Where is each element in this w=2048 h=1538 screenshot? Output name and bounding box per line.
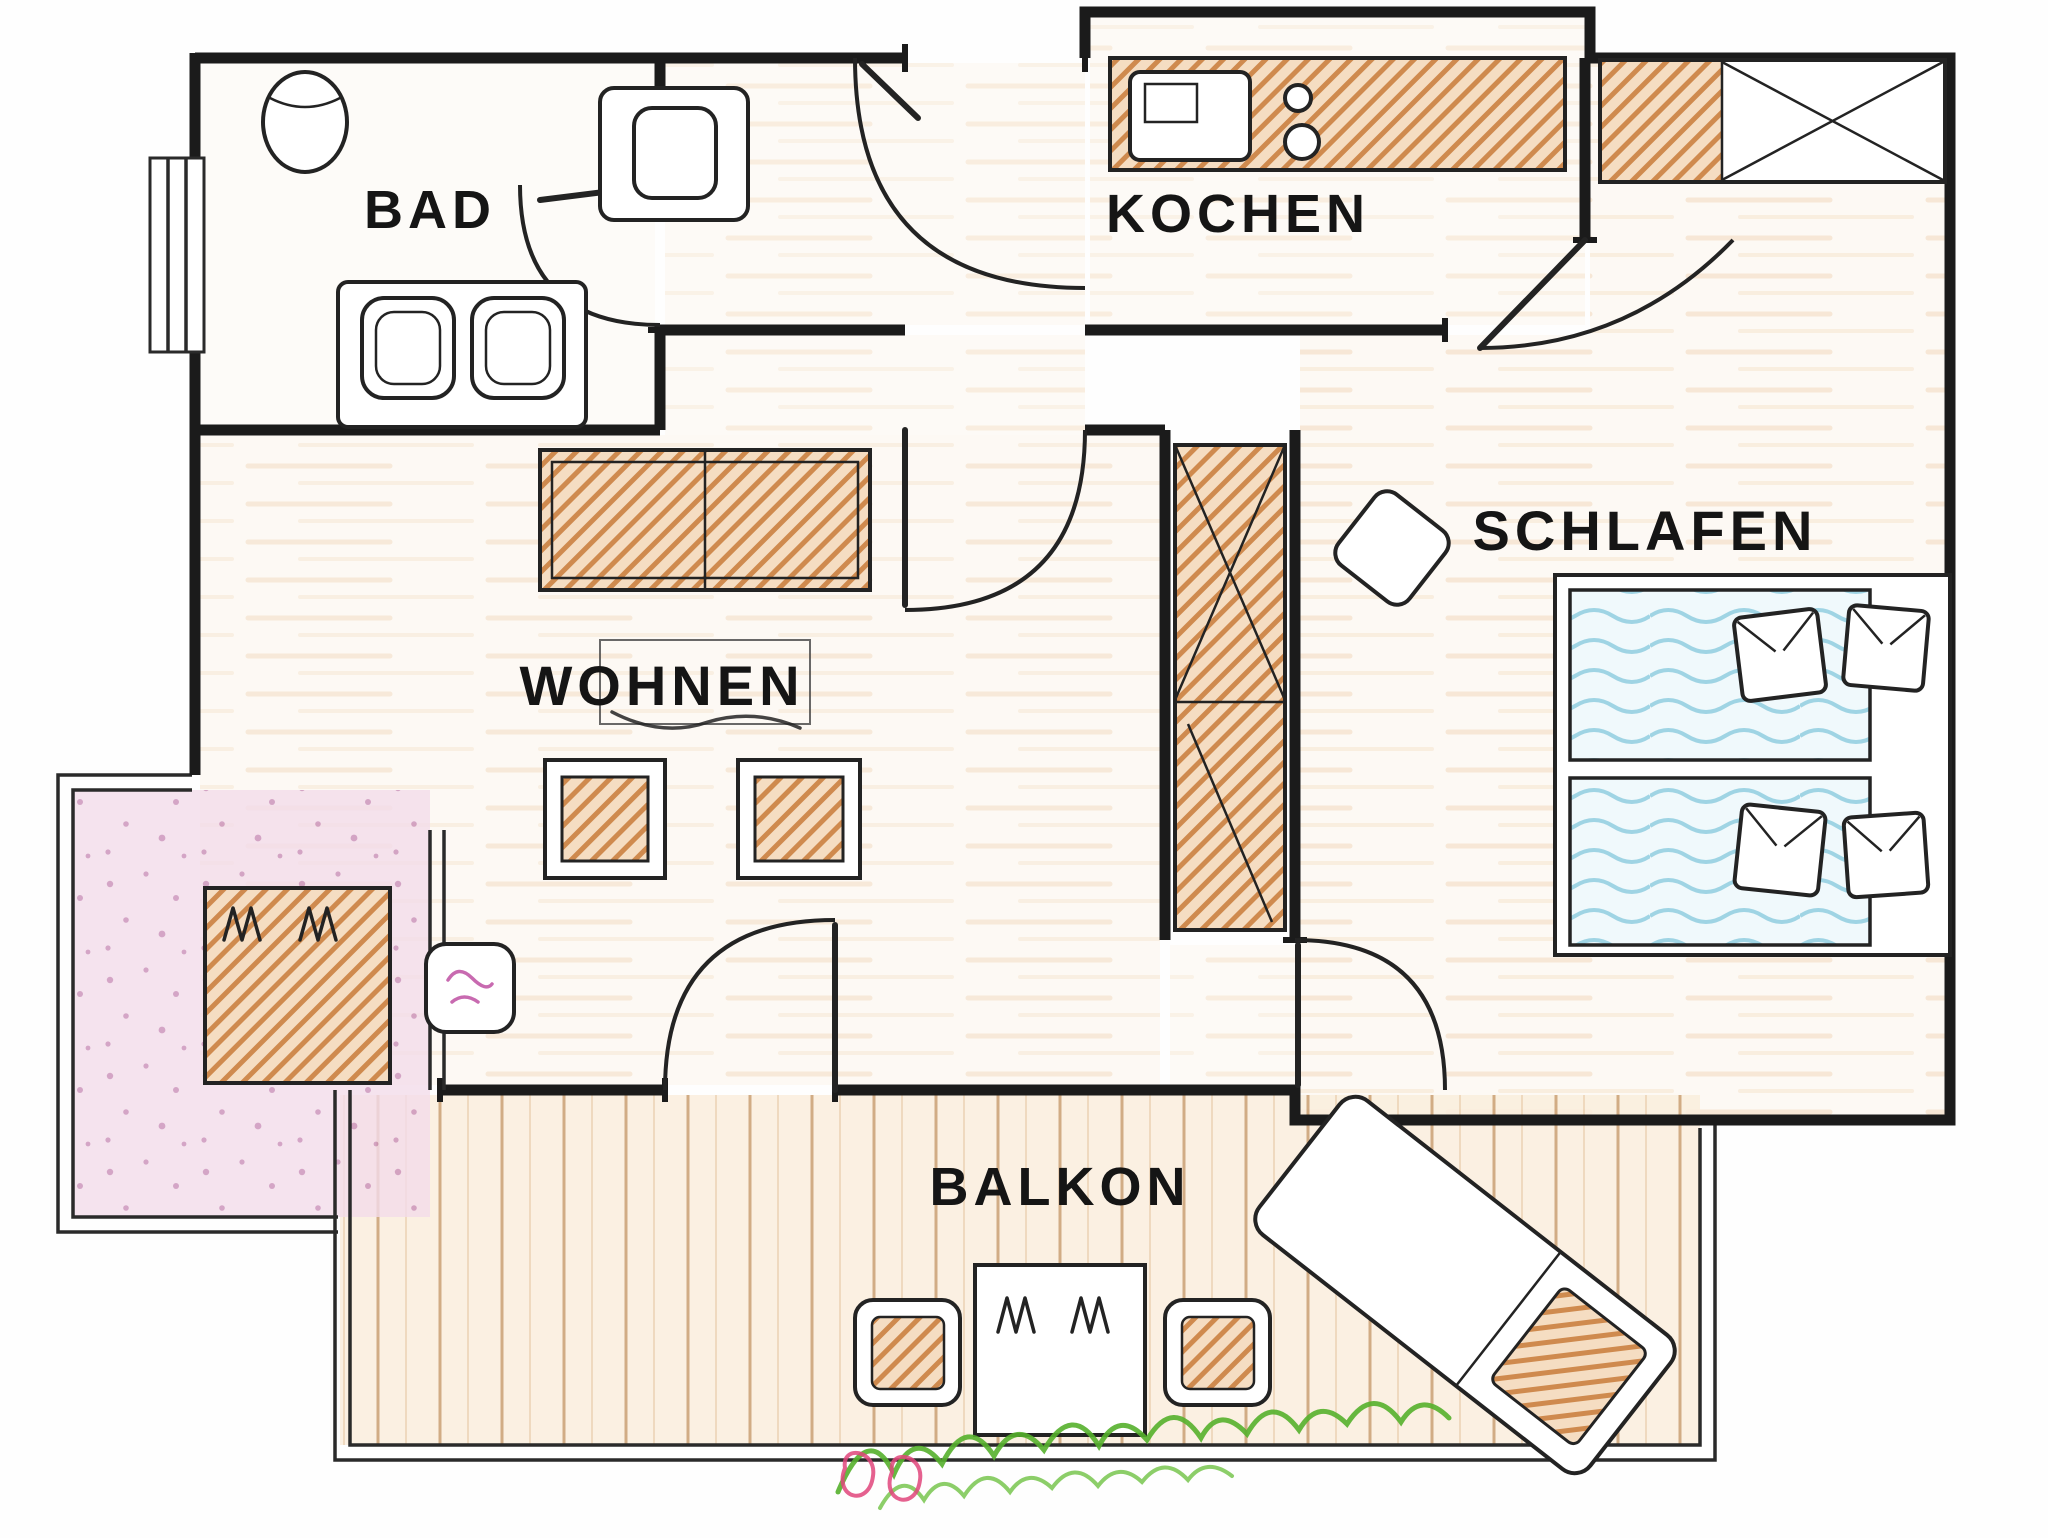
- wohnen-label: WOHNEN: [519, 654, 804, 717]
- plants-scribble: [835, 1401, 1452, 1510]
- pillow: [1841, 603, 1931, 693]
- hob-burner-large: [1283, 123, 1321, 161]
- vestibule-floor: [1170, 945, 1295, 1085]
- sun-lounger: [1253, 1094, 1677, 1476]
- nightstand: [1333, 489, 1451, 607]
- closet-column: [1173, 443, 1287, 932]
- terrace-bench: [203, 886, 392, 1085]
- side-table-left: [543, 758, 667, 880]
- shower: [598, 86, 750, 222]
- sink-basin: [1143, 82, 1199, 124]
- walls: [189, 6, 1956, 1126]
- double-washbasin: [336, 280, 588, 429]
- terrace-railing: [56, 773, 338, 1234]
- stool: [424, 942, 516, 1034]
- kitchen-counter: [1108, 56, 1567, 172]
- bedroom-kitchen-door: [1477, 237, 1735, 351]
- kochen-label: KOCHEN: [1106, 184, 1370, 244]
- balcony-door: [663, 918, 838, 1093]
- toilet: [261, 70, 349, 174]
- side-table-right: [736, 758, 862, 880]
- balcony-railing: [333, 1090, 1717, 1462]
- entrance-door: [853, 57, 1086, 290]
- balcony-stool-left: [853, 1298, 962, 1407]
- sideboard: [538, 448, 872, 592]
- pillow: [1732, 607, 1828, 703]
- mattress-bottom: [1568, 776, 1872, 947]
- bathroom-window: [148, 156, 206, 354]
- balcony-stool-right: [1163, 1298, 1272, 1407]
- wardrobe-top: [1598, 58, 1947, 184]
- balkon-label: BALKON: [930, 1157, 1191, 1217]
- balcony-bench: [973, 1263, 1147, 1437]
- pillow: [1732, 802, 1828, 898]
- living-door: [902, 427, 1087, 612]
- kitchen-sink: [1128, 70, 1252, 162]
- double-bed: [1553, 573, 1952, 957]
- schlafen-label: SCHLAFEN: [1473, 499, 1818, 562]
- bad-label: BAD: [364, 180, 496, 240]
- coffee-table: [599, 639, 811, 730]
- bedroom-door: [1294, 938, 1447, 1091]
- hob-burner-small: [1283, 83, 1313, 113]
- pillow: [1841, 810, 1931, 900]
- corridor-floor: [665, 335, 1085, 435]
